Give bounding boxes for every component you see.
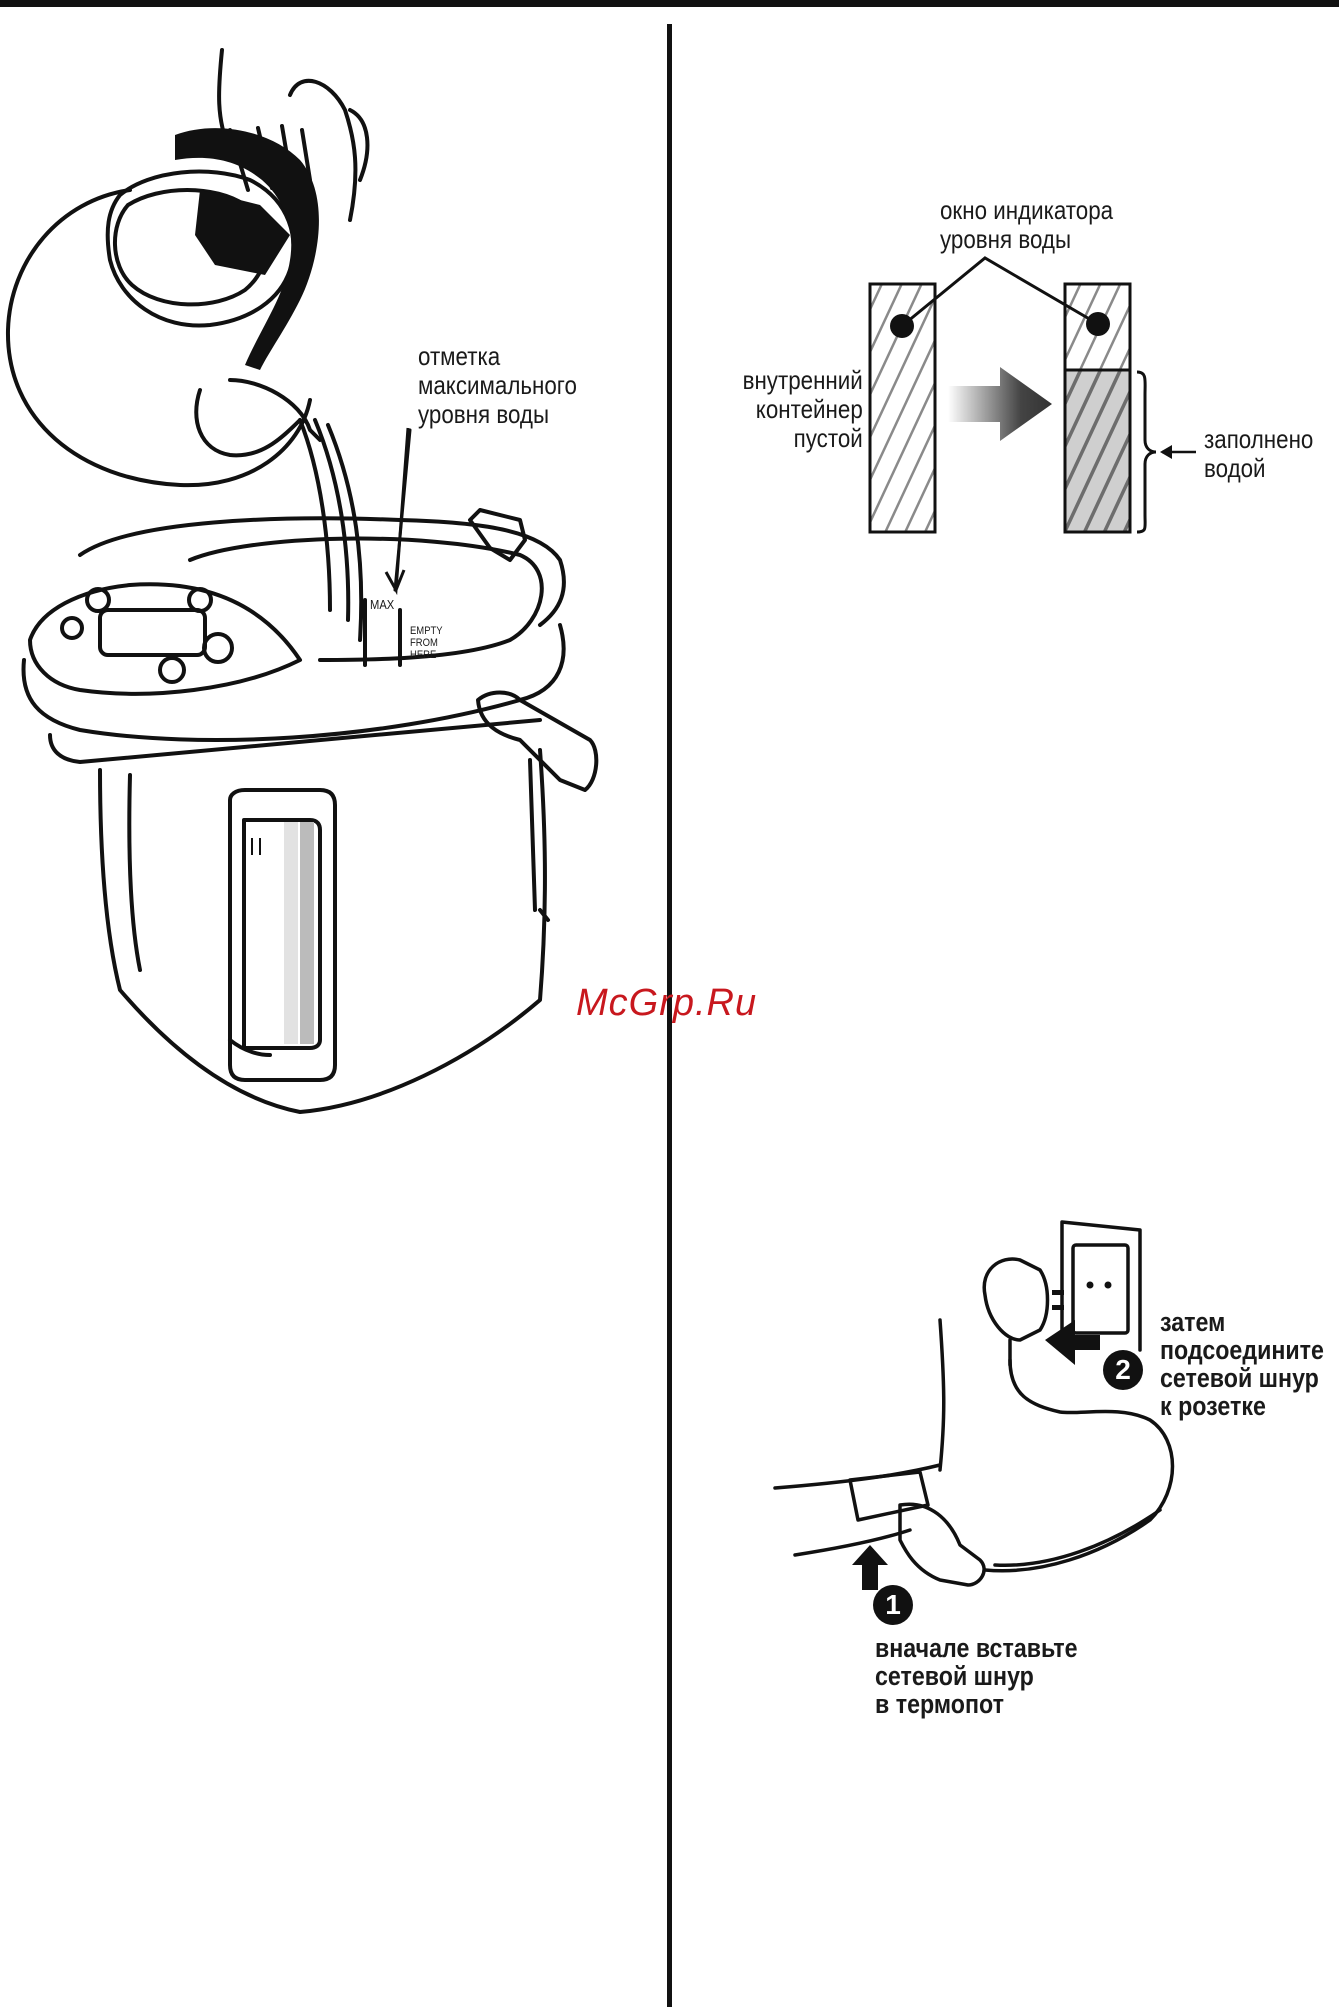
step-one-instruction: вначале вставьте сетевой шнур в термопот: [875, 1634, 1078, 1718]
step-two-badge: 2: [1103, 1350, 1143, 1390]
step-two-instruction: затем подсоедините сетевой шнур к розетк…: [1160, 1308, 1324, 1420]
watermark: McGrp.Ru: [576, 982, 757, 1025]
step-one-badge: 1: [873, 1585, 913, 1625]
